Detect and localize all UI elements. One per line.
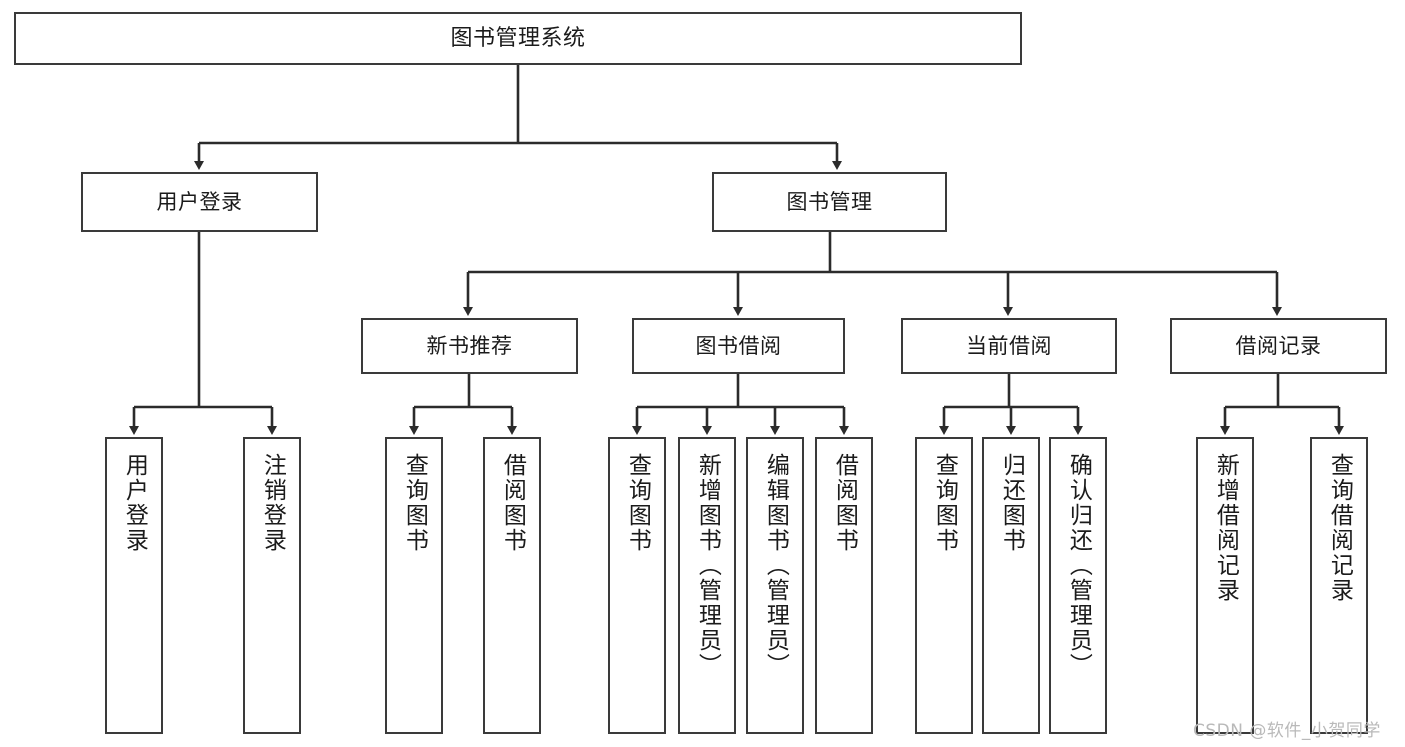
- node-label: 图书管理: [786, 189, 873, 214]
- node-label: 注销登录: [259, 453, 286, 553]
- node-book-borrow[interactable]: 图书借阅: [632, 318, 845, 374]
- leaf-edit-book[interactable]: 编辑图书（管理员）: [746, 437, 804, 734]
- node-label: 查询图书: [401, 453, 428, 553]
- node-label: 归还图书: [998, 453, 1025, 553]
- node-label: 借阅图书: [499, 453, 526, 553]
- node-label: 用户登录: [121, 453, 148, 553]
- node-label: 图书借阅: [695, 333, 782, 358]
- leaf-borrow-book-2[interactable]: 借阅图书: [815, 437, 873, 734]
- leaf-query-book-1[interactable]: 查询图书: [385, 437, 443, 734]
- leaf-add-record[interactable]: 新增借阅记录: [1196, 437, 1254, 734]
- leaf-return-book[interactable]: 归还图书: [982, 437, 1040, 734]
- node-label: 查询图书: [931, 453, 958, 553]
- node-label: 确认归还（管理员）: [1065, 453, 1092, 678]
- node-label: 编辑图书（管理员）: [762, 453, 789, 678]
- node-label: 新增借阅记录: [1212, 453, 1239, 603]
- leaf-query-book-3[interactable]: 查询图书: [915, 437, 973, 734]
- node-user-login[interactable]: 用户登录: [81, 172, 318, 232]
- leaf-query-record[interactable]: 查询借阅记录: [1310, 437, 1368, 734]
- node-root-system[interactable]: 图书管理系统: [14, 12, 1022, 65]
- node-new-book-recommend[interactable]: 新书推荐: [361, 318, 578, 374]
- node-current-borrow[interactable]: 当前借阅: [901, 318, 1117, 374]
- node-label: 查询图书: [624, 453, 651, 553]
- node-label: 图书管理系统: [450, 25, 586, 51]
- leaf-user-login[interactable]: 用户登录: [105, 437, 163, 734]
- leaf-borrow-book-1[interactable]: 借阅图书: [483, 437, 541, 734]
- csdn-watermark: CSDN @软件_小贺同学: [1193, 721, 1381, 741]
- node-label: 借阅记录: [1235, 333, 1322, 358]
- node-label: 借阅图书: [831, 453, 858, 553]
- node-borrow-record[interactable]: 借阅记录: [1170, 318, 1387, 374]
- node-label: 新增图书（管理员）: [694, 453, 721, 678]
- leaf-add-book[interactable]: 新增图书（管理员）: [678, 437, 736, 734]
- leaf-confirm-return[interactable]: 确认归还（管理员）: [1049, 437, 1107, 734]
- leaf-logout[interactable]: 注销登录: [243, 437, 301, 734]
- node-label: 新书推荐: [426, 333, 513, 358]
- node-label: 查询借阅记录: [1326, 453, 1353, 603]
- node-label: 用户登录: [156, 189, 243, 214]
- node-book-management[interactable]: 图书管理: [712, 172, 947, 232]
- node-label: 当前借阅: [966, 333, 1052, 358]
- leaf-query-book-2[interactable]: 查询图书: [608, 437, 666, 734]
